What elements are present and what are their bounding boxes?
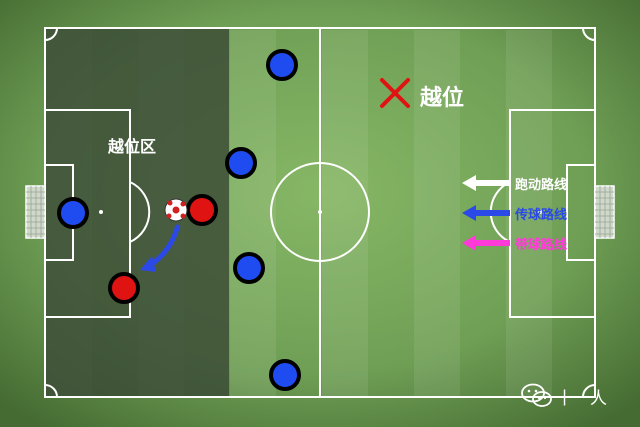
legend-label: 传球路线 [515, 208, 568, 223]
red-attacker-offside [108, 272, 140, 304]
red-attacker-passer [186, 194, 218, 226]
right-penalty-spot [538, 210, 542, 214]
legend-label: 跑动路线 [515, 178, 568, 193]
white-arrow-left-icon [462, 175, 510, 191]
wechat-icon [521, 383, 552, 407]
legend-pass-route: 传球路线 [460, 203, 590, 223]
legend-dribble-route: 带球路线 [460, 233, 590, 253]
offside-label: 越位 [420, 86, 465, 111]
blue-defender-4 [269, 359, 301, 391]
watermark: 十一人 [520, 382, 630, 410]
watermark-text: 十一人 [556, 389, 607, 409]
left-penalty-arc [129, 181, 151, 243]
legend-running-route: 跑动路线 [460, 173, 590, 193]
center-circle [270, 162, 370, 262]
left-goal [25, 185, 46, 239]
blue-goalkeeper [57, 197, 89, 229]
magenta-arrow-left-icon [462, 235, 510, 251]
offside-cross-icon [380, 78, 410, 108]
left-penalty-spot [99, 210, 103, 214]
football-icon [164, 198, 188, 222]
pass-arrow-head [140, 256, 156, 272]
blue-arrow-left-icon [462, 205, 510, 221]
center-spot [318, 210, 322, 214]
blue-defender-1 [266, 49, 298, 81]
right-goal [594, 185, 615, 239]
offside-zone-label: 越位区 [108, 137, 157, 156]
blue-defender-2 [225, 147, 257, 179]
blue-defender-3 [233, 252, 265, 284]
legend-label: 带球路线 [515, 238, 568, 253]
